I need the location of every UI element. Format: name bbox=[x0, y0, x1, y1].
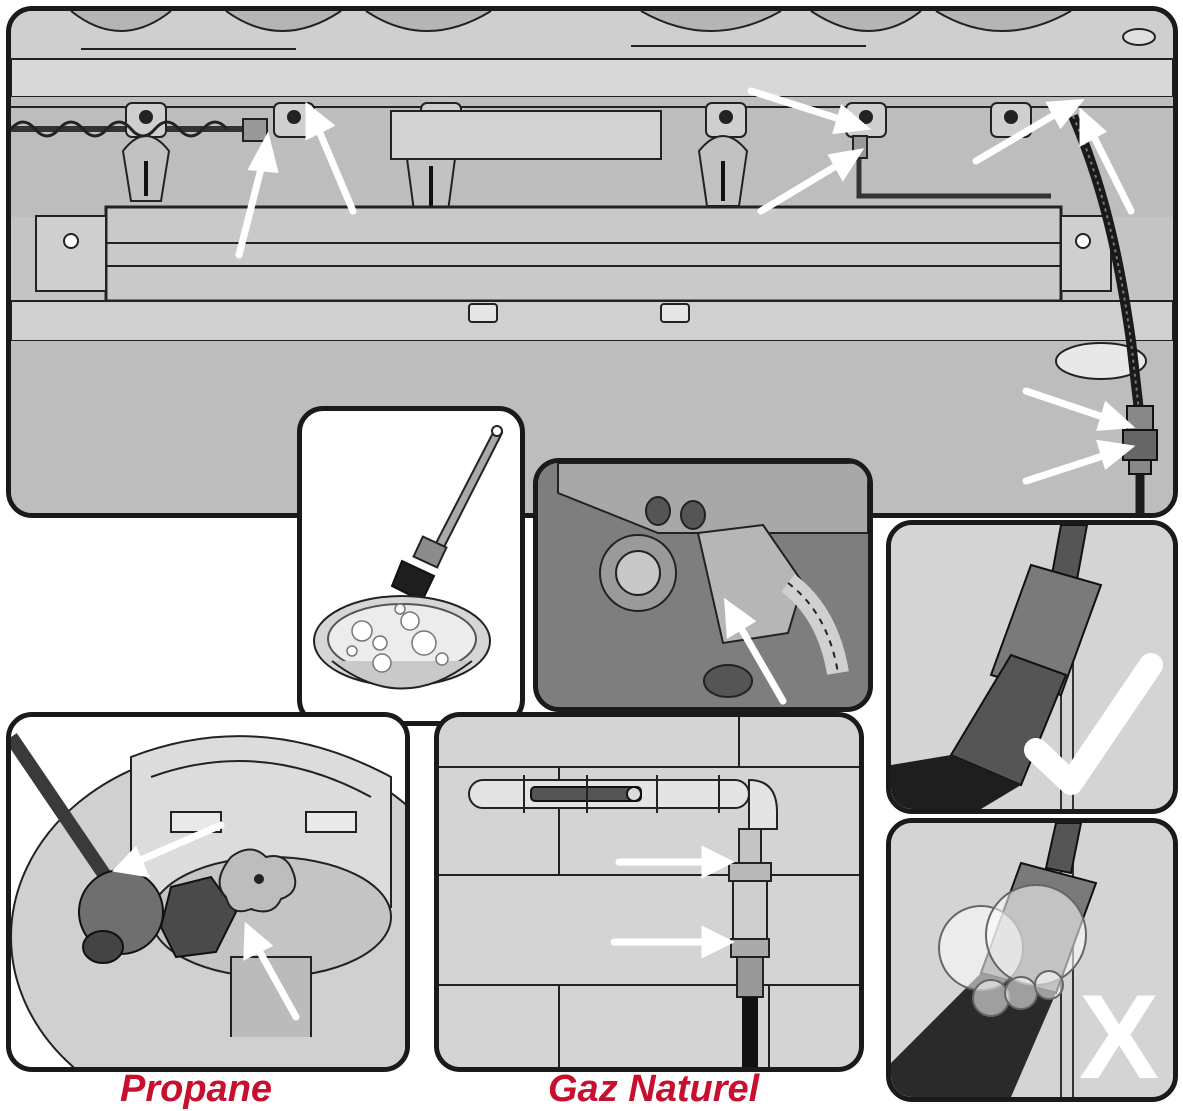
leaking-fitting-panel: X bbox=[886, 818, 1178, 1102]
brush-soapy-water-panel bbox=[297, 406, 525, 726]
grill-underside-panel bbox=[6, 6, 1178, 518]
regulator-illustration bbox=[538, 463, 868, 707]
incorrect-mark: X bbox=[1079, 977, 1159, 1097]
natural-gas-panel bbox=[434, 712, 864, 1072]
propane-caption: Propane bbox=[120, 1068, 272, 1111]
check-mark-icon bbox=[891, 525, 1173, 809]
brush-and-bowl-illustration bbox=[302, 411, 520, 721]
natural-gas-caption: Gaz Naturel bbox=[548, 1068, 759, 1111]
regulator-closeup-panel bbox=[533, 458, 873, 712]
grill-underside-illustration bbox=[11, 11, 1173, 513]
propane-tank-illustration bbox=[11, 717, 405, 1067]
leak-free-fitting-panel bbox=[886, 520, 1178, 814]
propane-tank-panel bbox=[6, 712, 410, 1072]
natural-gas-line-illustration bbox=[439, 717, 859, 1067]
